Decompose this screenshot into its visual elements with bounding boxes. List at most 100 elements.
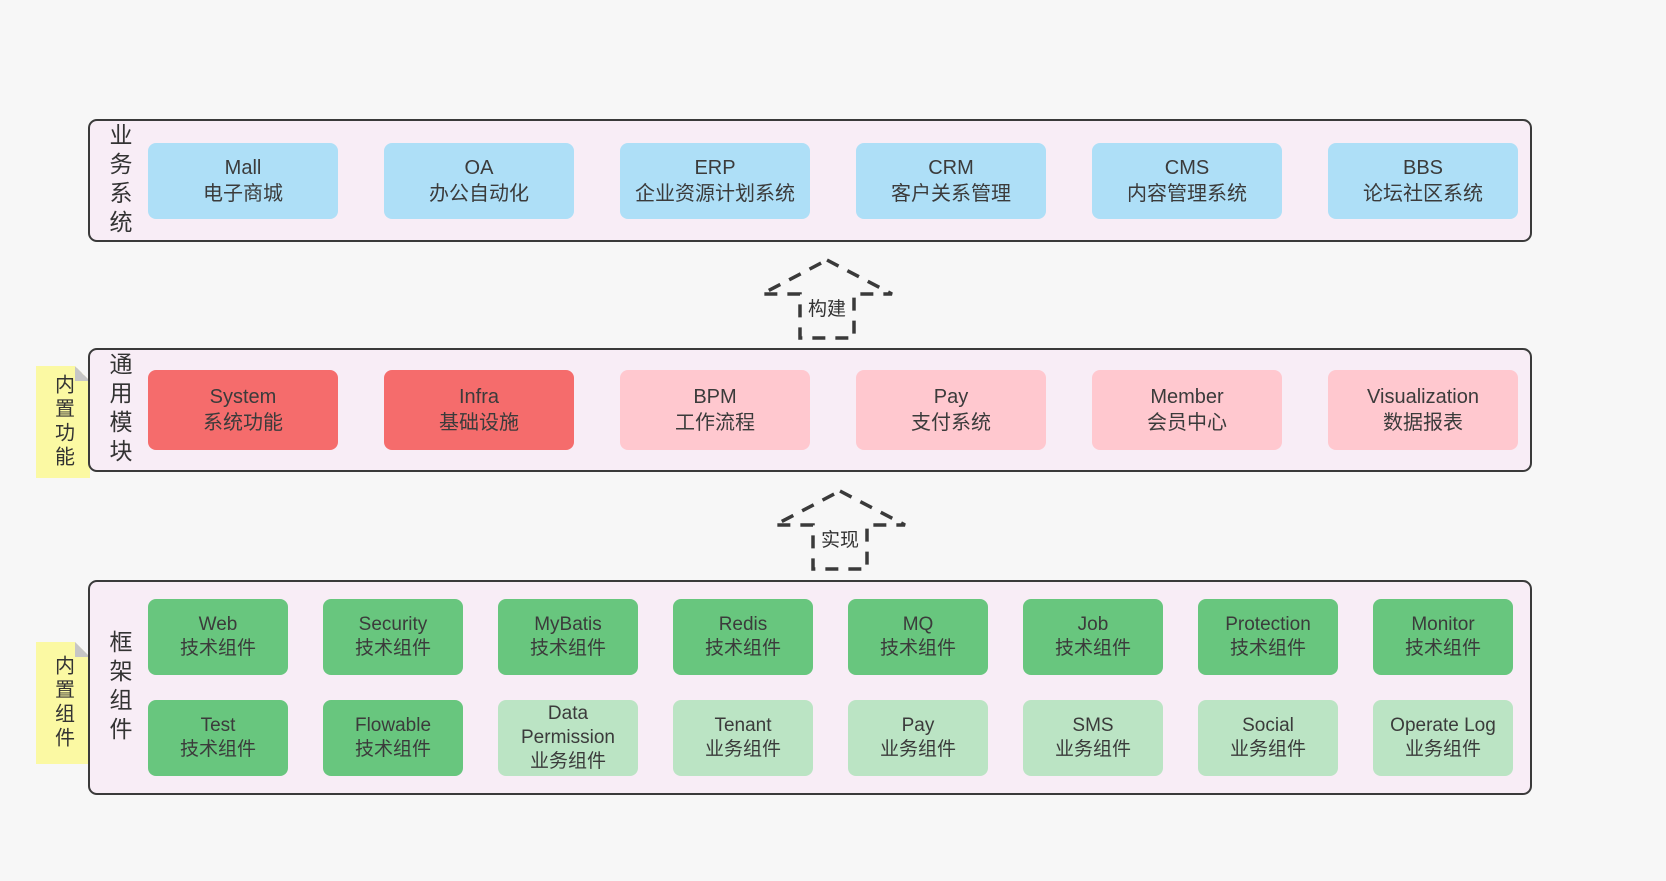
box-title: BPM bbox=[693, 386, 737, 408]
box-subtitle: 技术组件 bbox=[179, 739, 256, 760]
component-box: Pay 支付系统 bbox=[856, 370, 1046, 450]
sticky-note-builtin-functions: 内置功能 bbox=[36, 366, 90, 478]
component-box: BPM 工作流程 bbox=[620, 370, 810, 450]
box-subtitle: 数据报表 bbox=[1383, 412, 1463, 434]
component-box: Member 会员中心 bbox=[1092, 370, 1282, 450]
box-title: System bbox=[209, 386, 277, 408]
box-subtitle: 客户关系管理 bbox=[891, 182, 1011, 205]
component-box: Social 业务组件 bbox=[1198, 700, 1338, 776]
box-subtitle: 会员中心 bbox=[1147, 412, 1227, 434]
component-box: MyBatis 技术组件 bbox=[498, 599, 638, 675]
box-title: CMS bbox=[1164, 156, 1210, 179]
component-box: Redis 技术组件 bbox=[673, 599, 813, 675]
box-title: Web bbox=[198, 614, 238, 635]
box-subtitle: 工作流程 bbox=[675, 412, 755, 434]
framework-rows: Web 技术组件 Security 技术组件 MyBatis 技术组件 bbox=[148, 599, 1513, 776]
box-title: Pay bbox=[933, 386, 969, 408]
box-subtitle: 技术组件 bbox=[704, 638, 781, 659]
box-title: Visualization bbox=[1367, 386, 1479, 408]
layer-business-systems: 业务系统 Mall 电子商城 OA 办公自动化 ERP 企业资源计划系统 bbox=[88, 119, 1532, 242]
layer-framework-components: 框架组件 Web 技术组件 Security 技术组件 MyBati bbox=[88, 580, 1532, 795]
box-subtitle: 技术组件 bbox=[879, 638, 956, 659]
sticky-note-builtin-components: 内置组件 bbox=[36, 642, 90, 764]
component-box: ERP 企业资源计划系统 bbox=[620, 142, 810, 219]
box-subtitle: 系统功能 bbox=[203, 412, 283, 434]
box-subtitle: 业务组件 bbox=[1229, 739, 1306, 760]
arrow-label-build: 构建 bbox=[803, 293, 851, 322]
box-subtitle: 电子商城 bbox=[203, 182, 283, 205]
box-title: Flowable bbox=[354, 715, 432, 736]
component-box: BBS 论坛社区系统 bbox=[1328, 142, 1518, 219]
box-title: MyBatis bbox=[534, 614, 602, 635]
box-subtitle: 支付系统 bbox=[911, 412, 991, 434]
component-box: Tenant 业务组件 bbox=[673, 700, 813, 776]
box-title: Social bbox=[1242, 715, 1294, 736]
component-box: MQ 技术组件 bbox=[848, 599, 988, 675]
box-subtitle: 业务组件 bbox=[1404, 739, 1481, 760]
box-title: OA bbox=[464, 156, 494, 179]
component-box: CRM 客户关系管理 bbox=[856, 142, 1046, 219]
box-title: Monitor bbox=[1411, 614, 1475, 635]
box-title: Data Permission bbox=[521, 703, 615, 748]
component-box: Infra 基础设施 bbox=[384, 370, 574, 450]
box-subtitle: 业务组件 bbox=[704, 739, 781, 760]
box-subtitle: 技术组件 bbox=[1229, 638, 1306, 659]
box-title: ERP bbox=[694, 156, 736, 179]
dashed-up-arrow-build: 构建 bbox=[759, 257, 895, 341]
layer-label-text: 业务系统 bbox=[106, 122, 132, 239]
sticky-note-text: 内置组件 bbox=[51, 655, 74, 751]
dashed-up-arrow-implement: 实现 bbox=[772, 488, 908, 572]
layer-label-modules: 通用模块 bbox=[90, 352, 148, 468]
arrow-label-implement: 实现 bbox=[816, 524, 864, 553]
box-title: Operate Log bbox=[1390, 715, 1496, 736]
box-title: Infra bbox=[458, 386, 500, 408]
box-title: Mall bbox=[224, 156, 262, 179]
component-box: System 系统功能 bbox=[148, 370, 338, 450]
box-subtitle: 业务组件 bbox=[1054, 739, 1131, 760]
framework-row-2: Test 技术组件 Flowable 技术组件 Data Permission … bbox=[148, 700, 1513, 776]
box-subtitle: 业务组件 bbox=[529, 751, 606, 772]
box-subtitle: 企业资源计划系统 bbox=[635, 182, 795, 205]
component-box: Visualization 数据报表 bbox=[1328, 370, 1518, 450]
framework-row-1: Web 技术组件 Security 技术组件 MyBatis 技术组件 bbox=[148, 599, 1513, 675]
component-box: OA 办公自动化 bbox=[384, 142, 574, 219]
box-subtitle: 基础设施 bbox=[439, 412, 519, 434]
box-title: Redis bbox=[718, 614, 768, 635]
modules-boxes-row: System 系统功能 Infra 基础设施 BPM 工作流程 Pay 支付系统 bbox=[148, 370, 1518, 450]
component-box: Protection 技术组件 bbox=[1198, 599, 1338, 675]
layer-common-modules: 通用模块 System 系统功能 Infra 基础设施 BPM 工作流程 bbox=[88, 348, 1532, 472]
box-title: Pay bbox=[901, 715, 935, 736]
box-title: MQ bbox=[902, 614, 934, 635]
layer-label-text: 框架组件 bbox=[106, 629, 132, 746]
business-boxes-row: Mall 电子商城 OA 办公自动化 ERP 企业资源计划系统 CRM 客户关系… bbox=[148, 142, 1518, 219]
layer-label-text: 通用模块 bbox=[106, 352, 132, 468]
component-box: CMS 内容管理系统 bbox=[1092, 142, 1282, 219]
component-box: Pay 业务组件 bbox=[848, 700, 988, 776]
box-subtitle: 技术组件 bbox=[354, 739, 431, 760]
box-title: CRM bbox=[928, 156, 974, 179]
box-subtitle: 技术组件 bbox=[1054, 638, 1131, 659]
component-box: Security 技术组件 bbox=[323, 599, 463, 675]
sticky-note-text: 内置功能 bbox=[51, 374, 74, 470]
box-subtitle: 技术组件 bbox=[1404, 638, 1481, 659]
component-box: Mall 电子商城 bbox=[148, 142, 338, 219]
component-box: Data Permission 业务组件 bbox=[498, 700, 638, 776]
box-title: Member bbox=[1150, 386, 1224, 408]
component-box: Flowable 技术组件 bbox=[323, 700, 463, 776]
box-title: SMS bbox=[1072, 715, 1114, 736]
up-arrow-icon bbox=[761, 258, 893, 340]
layer-label-business: 业务系统 bbox=[90, 123, 148, 239]
box-subtitle: 办公自动化 bbox=[429, 182, 529, 205]
component-box: Operate Log 业务组件 bbox=[1373, 700, 1513, 776]
component-box: Web 技术组件 bbox=[148, 599, 288, 675]
box-subtitle: 业务组件 bbox=[879, 739, 956, 760]
box-title: Protection bbox=[1225, 614, 1311, 635]
component-box: SMS 业务组件 bbox=[1023, 700, 1163, 776]
box-title: Job bbox=[1077, 614, 1109, 635]
layer-label-framework: 框架组件 bbox=[90, 630, 148, 746]
component-box: Monitor 技术组件 bbox=[1373, 599, 1513, 675]
component-box: Test 技术组件 bbox=[148, 700, 288, 776]
box-subtitle: 论坛社区系统 bbox=[1363, 182, 1483, 205]
box-title: Security bbox=[358, 614, 428, 635]
box-subtitle: 技术组件 bbox=[354, 638, 431, 659]
